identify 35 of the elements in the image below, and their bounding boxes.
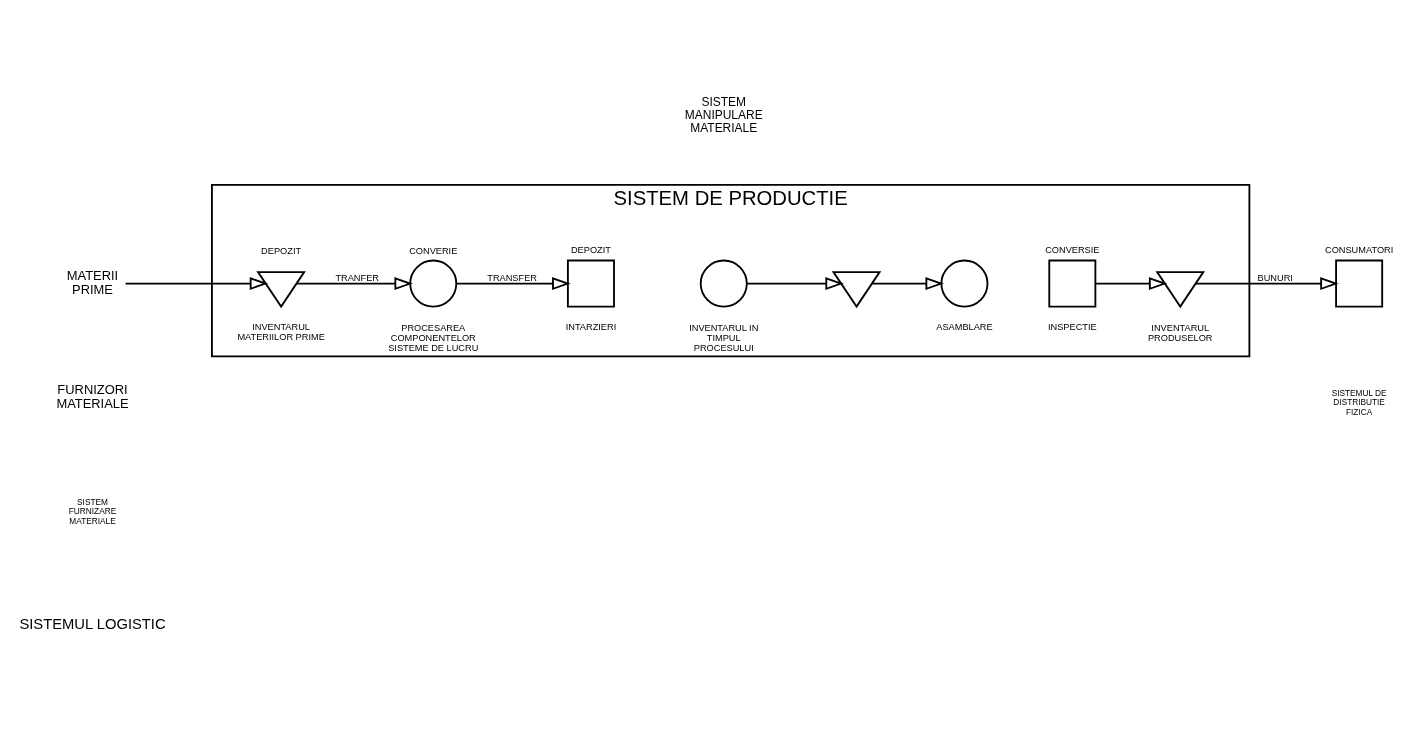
label: SISTEM FURNIZARE MATERIALE <box>68 496 117 526</box>
node-label: CONSUMATORI <box>1324 244 1394 255</box>
node-label: INVENTARUL IN TIMPUL PROCESULUI <box>689 322 759 353</box>
label: SISTEMUL DE DISTRIBUTIE FIZICA <box>1331 387 1387 417</box>
arrow <box>1194 276 1339 290</box>
node-triangle <box>831 270 882 308</box>
label: SISTEM MANIPULARE MATERIALE <box>684 94 763 135</box>
node-label: CONVERIE <box>409 245 458 256</box>
arrow <box>745 276 844 290</box>
node-label: DEPOZIT <box>261 245 302 256</box>
edge-label: BUNURI <box>1257 272 1293 283</box>
node-box-text <box>567 259 615 308</box>
node-box-text <box>1048 259 1097 308</box>
node-label: INVENTARUL MATERIILOR PRIME <box>237 321 325 342</box>
node-label: DEPOZIT <box>570 244 611 255</box>
node-box <box>1335 259 1384 308</box>
arrow <box>871 276 944 290</box>
node-label: PROCESAREA COMPONENTELOR SISTEME DE LUCRU <box>388 322 479 353</box>
arrow <box>124 276 269 290</box>
arrow <box>455 276 571 290</box>
node-text: MATERII PRIME <box>66 267 119 297</box>
node-label: INTARZIERI <box>565 321 617 332</box>
node-circle <box>940 259 989 308</box>
node-label: CONVERSIE <box>1045 244 1100 255</box>
node-label: INSPECTIE <box>1048 321 1097 332</box>
node-circle <box>699 259 748 308</box>
node-label: ASAMBLARE <box>936 321 993 332</box>
edge-label: TRANFER <box>335 272 379 283</box>
node-label: INVENTARUL PRODUSELOR <box>1147 322 1213 343</box>
arrow <box>1094 276 1168 290</box>
arrow <box>295 276 413 290</box>
label: SISTEMUL LOGISTIC <box>19 615 166 632</box>
label: FURNIZORI MATERIALE <box>56 381 129 411</box>
node-circle <box>409 259 458 308</box>
edge-label: TRANSFER <box>487 272 537 283</box>
